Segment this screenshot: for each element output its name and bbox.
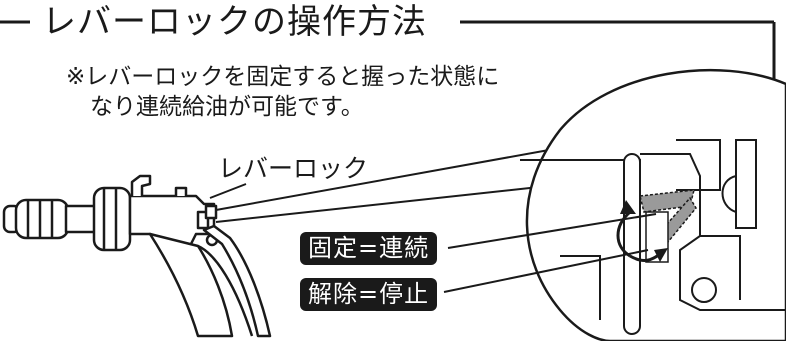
- lock-pieces: [639, 189, 697, 263]
- fuel-nozzle: [2, 174, 272, 338]
- note-line-1: ※レバーロックを固定すると握った状態に: [66, 64, 500, 90]
- fixed-continuous-badge: 固定=連続: [300, 232, 438, 265]
- arrow-heads: [620, 200, 668, 262]
- usage-note: ※レバーロックを固定すると握った状態に なり連続給油が可能です。: [66, 62, 499, 122]
- page-title: レバーロックの操作方法: [36, 2, 433, 42]
- badge-leaders: [443, 213, 657, 293]
- release-stop-badge: 解除=停止: [300, 278, 438, 311]
- note-line-2: なり連続給油が可能です。: [90, 94, 364, 120]
- magnified-detail: [520, 139, 786, 335]
- lever-lock-label: レバーロック: [218, 154, 369, 183]
